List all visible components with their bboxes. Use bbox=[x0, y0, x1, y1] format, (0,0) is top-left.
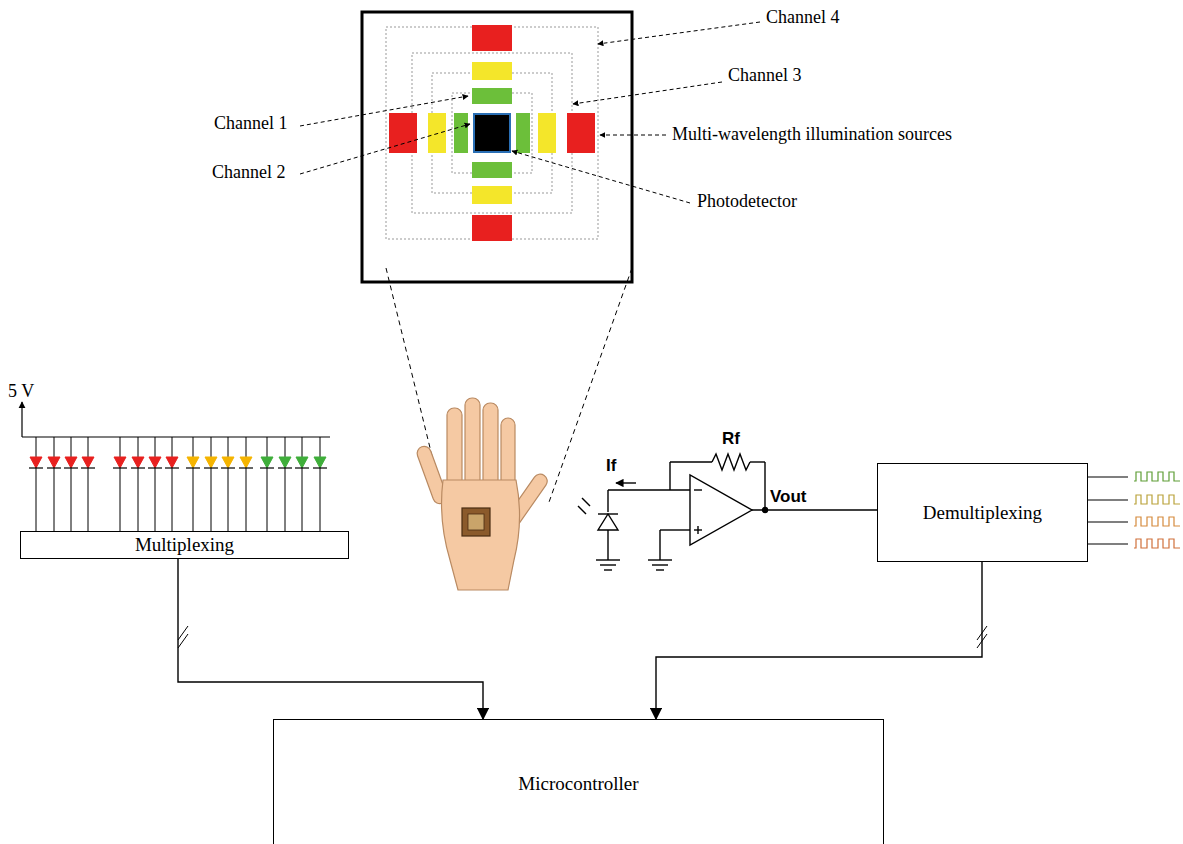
current-label: If bbox=[606, 457, 616, 476]
block-label: Demultiplexing bbox=[923, 502, 1042, 524]
block-label: Microcontroller bbox=[518, 773, 638, 795]
block-box: Multiplexing bbox=[20, 531, 349, 559]
leader-lines bbox=[300, 22, 760, 203]
detector-label: Photodetector bbox=[697, 192, 797, 212]
sensor-layout bbox=[362, 12, 632, 282]
bus-connector bbox=[656, 562, 982, 719]
channel-label: Channel 1 bbox=[214, 114, 288, 134]
led-array bbox=[29, 437, 327, 531]
block-label: Multiplexing bbox=[135, 534, 234, 556]
block-box: Demultiplexing bbox=[877, 463, 1088, 562]
zoom-lines bbox=[386, 268, 632, 505]
bus-connector bbox=[178, 559, 483, 719]
channel-label: Channel 3 bbox=[728, 66, 802, 86]
voltage-label: 5 V bbox=[8, 382, 34, 402]
source-label: Multi-wavelength illumination sources bbox=[672, 125, 952, 145]
block-box: Microcontroller bbox=[273, 719, 884, 844]
channel-label: Channel 4 bbox=[766, 8, 840, 28]
hand-illustration bbox=[415, 398, 550, 590]
supply-rail bbox=[22, 402, 330, 437]
signal-label: Vout bbox=[770, 488, 807, 507]
demux-outputs bbox=[1088, 472, 1180, 548]
channel-label: Channel 2 bbox=[212, 163, 286, 183]
tia-circuit bbox=[578, 454, 877, 570]
bus-slashes bbox=[178, 626, 987, 648]
resistor-label: Rf bbox=[722, 430, 740, 449]
